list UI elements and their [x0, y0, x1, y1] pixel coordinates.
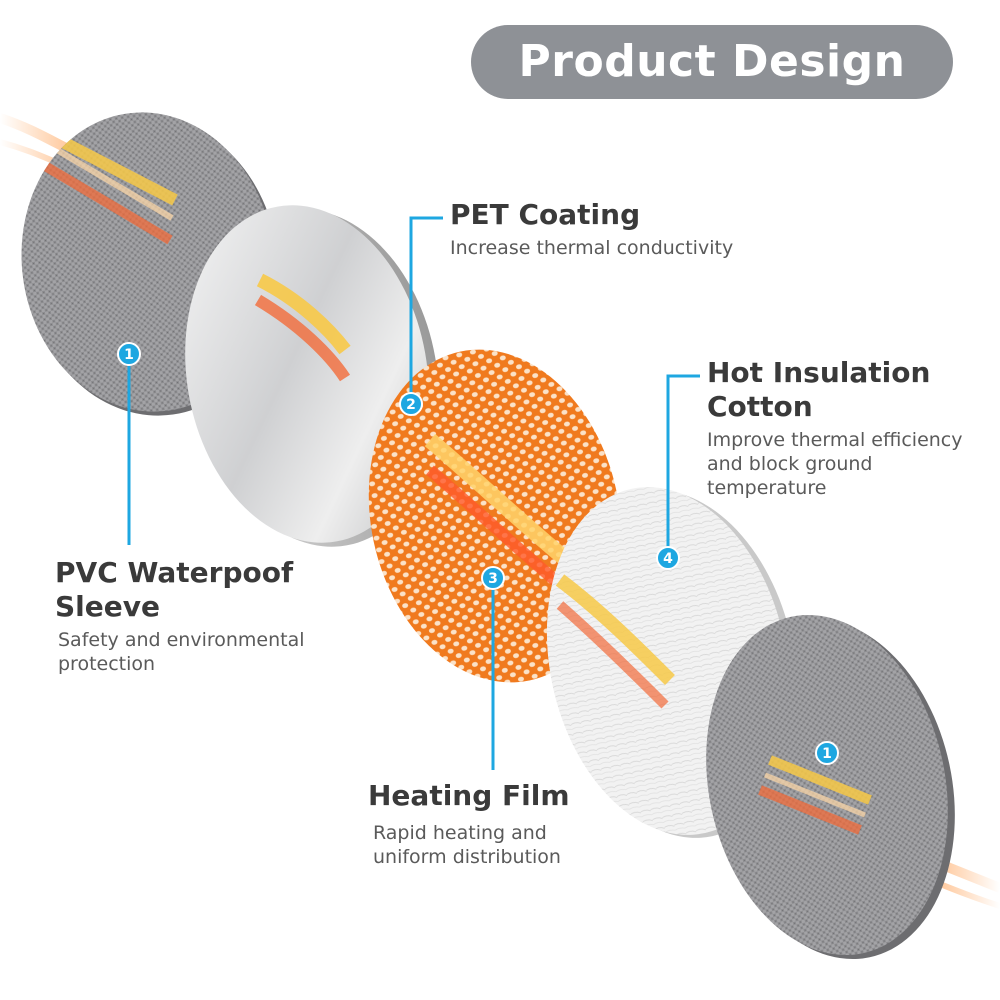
leader-line-4	[666, 374, 700, 556]
description-line: and block ground	[707, 453, 873, 475]
marker-number: 3	[488, 571, 498, 587]
marker-1-top: 1	[117, 342, 141, 366]
description-line: Improve thermal efficiency	[707, 429, 963, 451]
description-line: temperature	[707, 477, 827, 499]
description-line: Safety and environmental	[58, 629, 305, 651]
disc-pvc-sleeve-bottom	[706, 614, 955, 960]
callout-insulation-cotton: Hot Insulation Cotton Improve thermal ef…	[707, 356, 997, 500]
heading-line: Heating Film	[368, 779, 570, 812]
marker-number: 1	[124, 347, 134, 363]
callout-pvc-sleeve: PVC Waterpoof Sleeve Safety and environm…	[55, 556, 355, 676]
callout-description: Rapid heating and uniform distribution	[373, 821, 668, 869]
callout-heading: PVC Waterpoof Sleeve	[55, 556, 355, 624]
heading-line: PET Coating	[450, 198, 641, 231]
callout-pet-coating: PET Coating Increase thermal conductivit…	[450, 198, 870, 260]
callout-description: Increase thermal conductivity	[450, 236, 870, 260]
callout-description: Safety and environmental protection	[58, 628, 355, 676]
callout-description: Improve thermal efficiency and block gro…	[707, 428, 997, 500]
description-line: Rapid heating and	[373, 822, 547, 844]
marker-4: 4	[656, 546, 680, 570]
marker-2: 2	[399, 392, 423, 416]
description-line: Increase thermal conductivity	[450, 237, 734, 259]
marker-number: 2	[406, 397, 416, 413]
marker-number: 4	[663, 551, 673, 567]
marker-1-bottom: 1	[815, 741, 839, 765]
heading-line: Sleeve	[55, 590, 160, 623]
heading-line: PVC Waterpoof	[55, 556, 294, 589]
callout-heading: Hot Insulation Cotton	[707, 356, 997, 424]
title-banner: Product Design	[471, 25, 953, 99]
leader-line-2	[409, 216, 443, 404]
heading-line: Cotton	[707, 390, 813, 423]
callout-heading: Heating Film	[368, 779, 668, 813]
marker-number: 1	[822, 746, 832, 762]
callout-heating-film: Heating Film Rapid heating and uniform d…	[368, 779, 668, 869]
heading-line: Hot Insulation	[707, 356, 931, 389]
callout-heading: PET Coating	[450, 198, 870, 232]
leader-lines	[127, 216, 700, 770]
description-line: uniform distribution	[373, 846, 561, 868]
description-line: protection	[58, 653, 156, 675]
marker-3: 3	[481, 566, 505, 590]
